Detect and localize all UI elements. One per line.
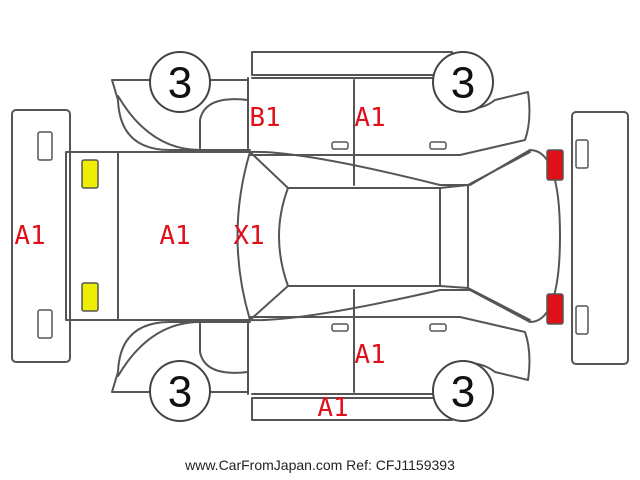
footer-site: www.CarFromJapan.com <box>185 457 343 473</box>
code-top-rear-door: A1 <box>354 103 385 133</box>
code-bottom-sill: A1 <box>317 393 348 423</box>
code-bottom-rear-door: A1 <box>354 340 385 370</box>
wheel-front-right: 3 <box>149 360 211 422</box>
rear-lamp-bottom <box>546 293 564 325</box>
wheel-grade: 3 <box>451 368 475 417</box>
wheel-grade: 3 <box>451 59 475 108</box>
wheel-grade: 3 <box>168 368 192 417</box>
car-body-top-view <box>65 149 561 323</box>
code-windshield: X1 <box>233 221 264 251</box>
code-front-bumper: A1 <box>14 221 45 251</box>
footer-ref: Ref: CFJ1159393 <box>346 457 455 473</box>
rear-lamp-top <box>546 149 564 181</box>
rear-bumper <box>571 111 629 365</box>
front-lamp-bottom <box>81 282 99 312</box>
front-bumper <box>11 109 71 363</box>
wheel-front-left: 3 <box>149 51 211 113</box>
footer-reference: www.CarFromJapan.com Ref: CFJ1159393 <box>0 457 640 473</box>
wheel-rear-left: 3 <box>432 51 494 113</box>
wheel-rear-right: 3 <box>432 360 494 422</box>
wheel-grade: 3 <box>168 59 192 108</box>
code-top-front-door: B1 <box>249 103 280 133</box>
front-lamp-top <box>81 159 99 189</box>
code-hood: A1 <box>159 221 190 251</box>
